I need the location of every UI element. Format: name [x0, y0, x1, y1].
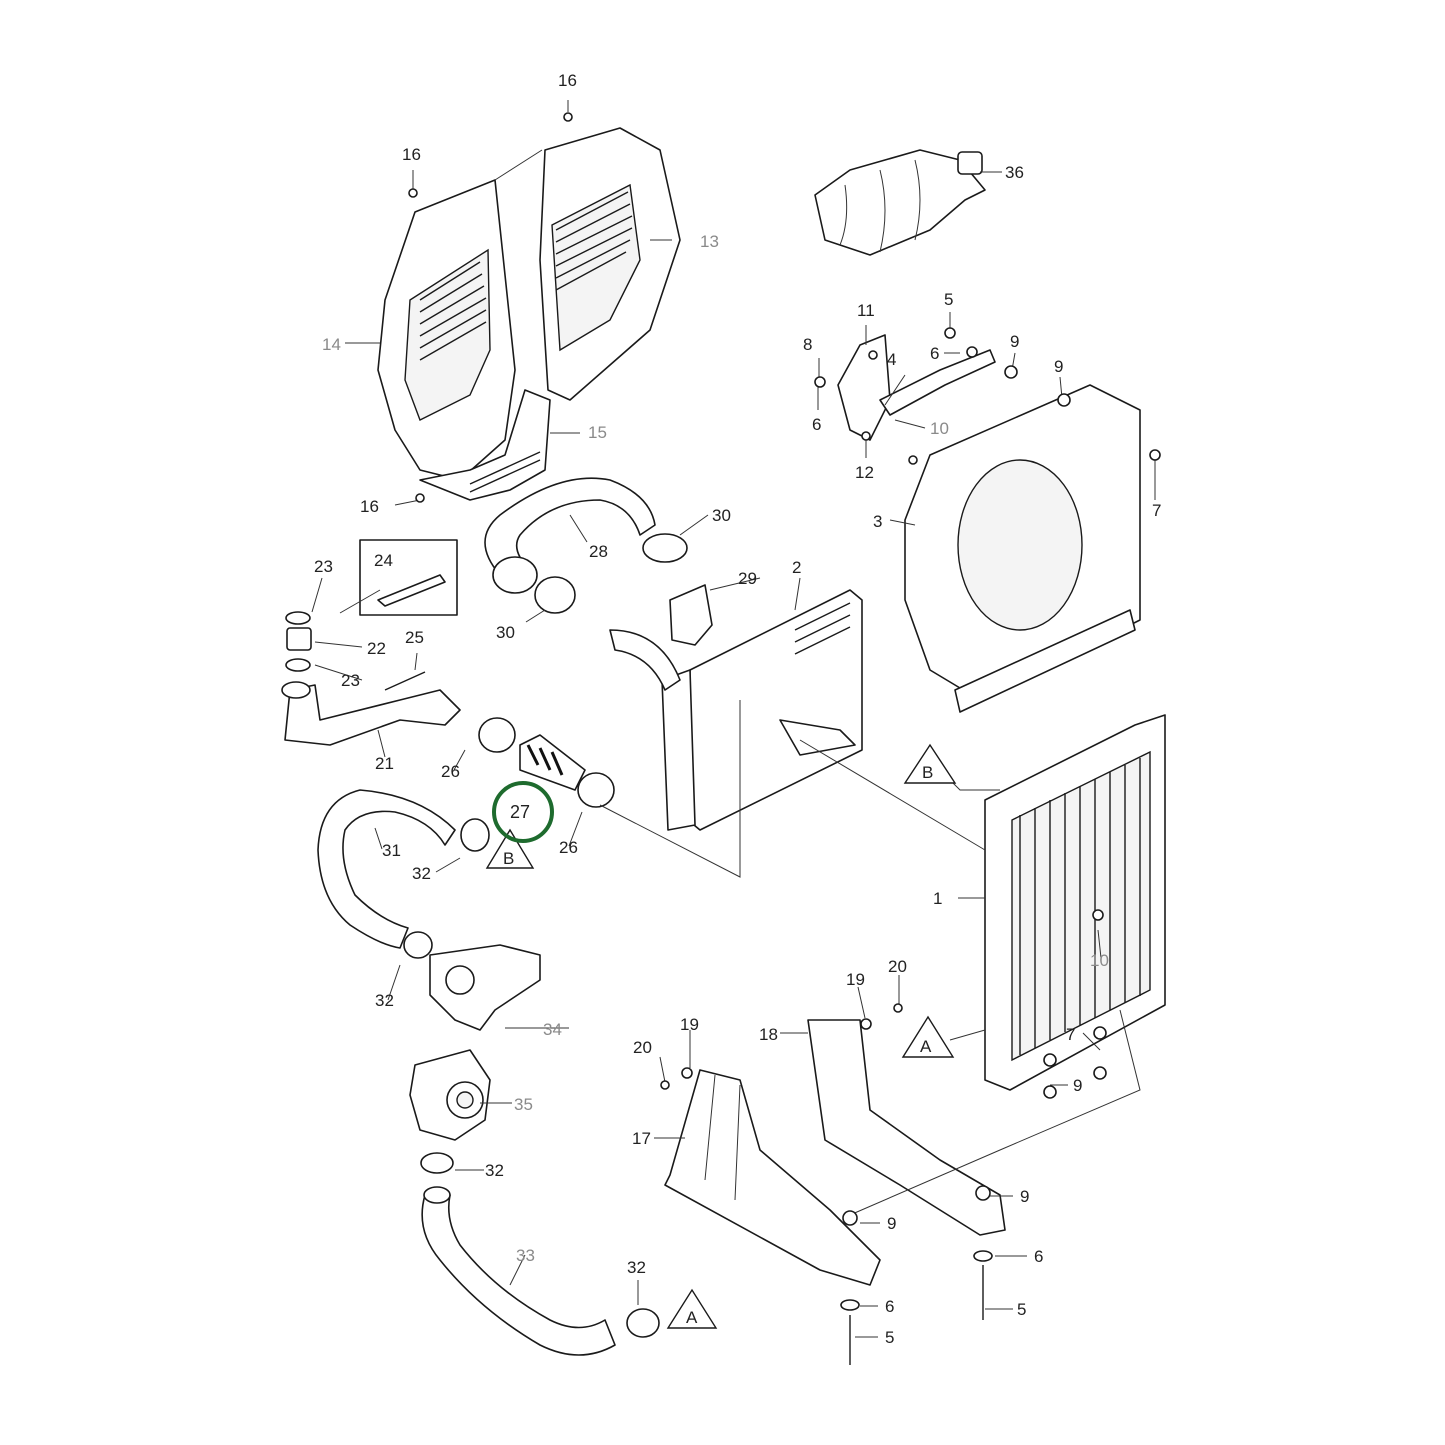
callout-5: 5: [944, 290, 953, 309]
callout-36: 36: [1005, 163, 1024, 182]
bolt-part-25: [384, 671, 426, 691]
callout-9: 9: [1054, 357, 1063, 376]
bracket-part-4: [879, 349, 996, 416]
shroud-lower-deflector-part-15: [419, 389, 551, 501]
callout-21: 21: [375, 754, 394, 773]
callout-20: 20: [633, 1038, 652, 1057]
leader-lines: [311, 100, 1156, 1338]
hose-clamps-part-32: [403, 818, 660, 1338]
callout-29: 29: [738, 569, 757, 588]
radiator-fan-frame-part-3: [904, 384, 1141, 713]
lubricant-tube-box-part-24: [359, 539, 458, 616]
thermostat-housing-part-34: [429, 944, 541, 1031]
callout-16: 16: [360, 497, 379, 516]
callout-9: 9: [1073, 1076, 1082, 1095]
callout-11: 11: [857, 301, 875, 320]
svg-text:A: A: [920, 1037, 932, 1056]
callout-15: 15: [588, 423, 607, 442]
callout-9: 9: [1020, 1187, 1029, 1206]
charge-air-hose-part-28: [484, 477, 656, 594]
callout-6: 6: [930, 344, 939, 363]
callout-24: 24: [374, 551, 393, 570]
water-pump-part-35: [409, 1049, 491, 1141]
callout-10: 10: [1090, 951, 1109, 970]
callout-19: 19: [680, 1015, 699, 1034]
callout-26: 26: [559, 838, 578, 857]
coolant-hose-part-31: [317, 789, 456, 949]
callout-19: 19: [846, 970, 865, 989]
fan-shroud-right-part-13: [539, 127, 681, 401]
callout-6: 6: [885, 1297, 894, 1316]
bracket-part-11: [837, 334, 891, 441]
reference-marker-b-lower: B: [485, 828, 535, 869]
callout-2: 2: [792, 558, 801, 577]
callout-35: 35: [514, 1095, 533, 1114]
charge-pipe-part-21: [281, 681, 461, 746]
callout-16: 16: [402, 145, 421, 164]
callout-7: 7: [1152, 501, 1161, 520]
reference-marker-a-right: A: [901, 1015, 955, 1058]
expansion-tank-part-36: [814, 149, 986, 256]
callout-22: 22: [367, 639, 386, 658]
callout-7: 7: [1066, 1025, 1075, 1044]
charge-air-cooler-part-2: [609, 589, 863, 831]
callout-4: 4: [887, 350, 896, 369]
callout-34: 34: [543, 1020, 562, 1039]
hose-clamps-part-26: [478, 717, 615, 808]
callout-30: 30: [496, 623, 515, 642]
callout-32: 32: [485, 1161, 504, 1180]
fan-shroud-left-part-14: [377, 179, 516, 481]
callout-16: 16: [558, 71, 577, 90]
callout-3: 3: [873, 512, 882, 531]
callout-20: 20: [888, 957, 907, 976]
elbow-part-29: [669, 584, 713, 646]
callout-5: 5: [1017, 1300, 1026, 1319]
svg-text:B: B: [922, 763, 933, 782]
support-bracket-part-17: [664, 1069, 881, 1286]
callout-33: 33: [516, 1246, 535, 1265]
callout-23: 23: [314, 557, 333, 576]
svg-text:B: B: [503, 849, 514, 868]
callout-8: 8: [803, 335, 812, 354]
callout-9: 9: [887, 1214, 896, 1233]
support-bracket-part-18: [807, 1019, 1006, 1236]
coupling-part-22: [285, 611, 312, 672]
reference-marker-a-bottom: A: [666, 1288, 718, 1329]
hose-clamp-part-30-upper: [642, 533, 688, 563]
callout-32: 32: [412, 864, 431, 883]
callout-6: 6: [1034, 1247, 1043, 1266]
callout-12: 12: [855, 463, 874, 482]
callout-32: 32: [375, 991, 394, 1010]
callout-25: 25: [405, 628, 424, 647]
callout-32: 32: [627, 1258, 646, 1277]
reference-marker-b-upper: B: [903, 743, 957, 784]
callout-18: 18: [759, 1025, 778, 1044]
callout-13: 13: [700, 232, 719, 251]
callout-23: 23: [341, 671, 360, 690]
fasteners: [408, 112, 1161, 1365]
svg-text:A: A: [686, 1308, 698, 1327]
callout-5: 5: [885, 1328, 894, 1347]
callout-31: 31: [382, 841, 401, 860]
hose-clamp-part-30-lower: [534, 576, 576, 614]
highlight-part-27[interactable]: 27: [492, 781, 554, 843]
callout-10: 10: [930, 419, 949, 438]
callout-14: 14: [322, 335, 341, 354]
callout-1: 1: [933, 889, 942, 908]
callout-30: 30: [712, 506, 731, 525]
callout-17: 17: [632, 1129, 651, 1148]
callout-labels: 16 16 16 13 14 15 36 11 5 8 6 9 4 9 6 10…: [314, 71, 1161, 1347]
charge-air-hose-part-27: [519, 734, 586, 791]
coolant-hose-part-33: [421, 1186, 616, 1356]
svg-text:27: 27: [510, 802, 530, 822]
callout-26: 26: [441, 762, 460, 781]
callout-9: 9: [1010, 332, 1019, 351]
radiator-part-1: [984, 714, 1166, 1091]
callout-28: 28: [589, 542, 608, 561]
callout-6: 6: [812, 415, 821, 434]
